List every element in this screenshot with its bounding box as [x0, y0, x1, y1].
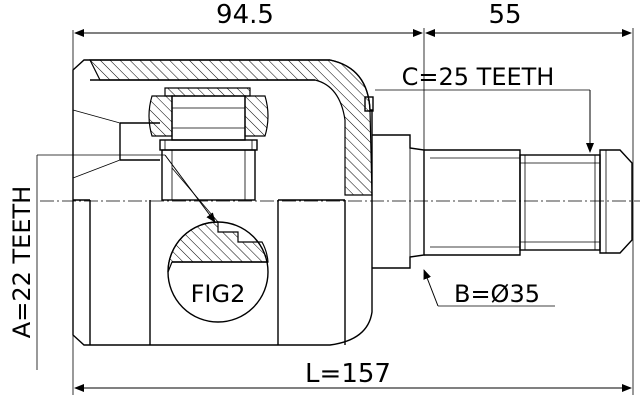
- dimension-label-94-5: 94.5: [216, 0, 274, 30]
- output-shaft: [372, 134, 633, 269]
- tripod-bearing: [148, 87, 269, 201]
- callout-c-leader: [375, 89, 594, 153]
- outer-housing: [72, 59, 374, 346]
- callout-inner-spline: A=22 TEETH: [8, 186, 36, 338]
- housing-wall-section: [89, 59, 373, 196]
- fig2-detail: [167, 167, 269, 323]
- callout-seal-diameter: B=Ø35: [454, 280, 540, 308]
- fig2-label: FIG2: [191, 280, 246, 308]
- dimension-label-overall: L=157: [305, 359, 391, 389]
- callout-b-leader: [423, 269, 555, 307]
- callout-outer-spline: C=25 TEETH: [402, 63, 555, 91]
- callout-a-leader: [36, 154, 216, 370]
- dimension-label-55: 55: [488, 0, 521, 30]
